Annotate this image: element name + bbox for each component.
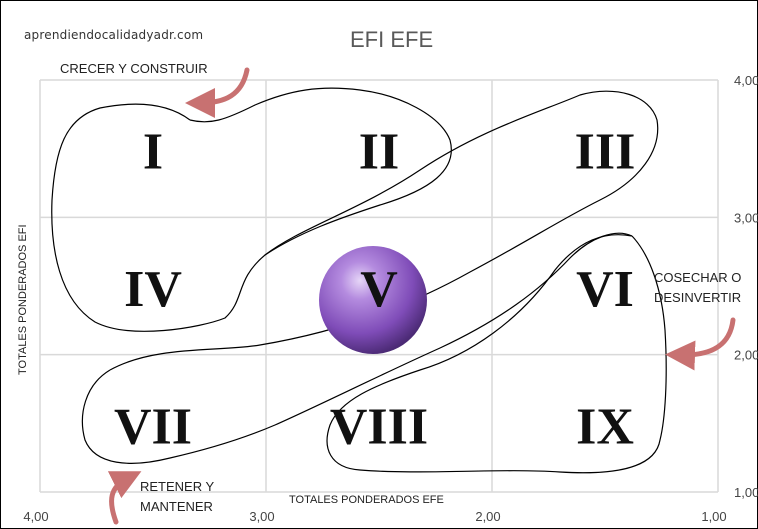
- cell-label-ix: IX: [576, 398, 634, 455]
- y-axis-label: TOTALES PONDERADOS EFI: [17, 224, 29, 375]
- cell-label-ii: II: [359, 124, 399, 181]
- harvest-outline: [326, 234, 667, 474]
- ticks-layer: 4,00 3,00 2,00 1,00 4,00 3,00 2,00 1,00: [23, 73, 758, 524]
- annot-harvest-1: COSECHAR O: [654, 270, 742, 285]
- x-axis-label: TOTALES PONDERADOS EFE: [289, 494, 444, 506]
- annot-harvest-2: DESINVERTIR: [654, 290, 742, 305]
- x-tick-label: 3,00: [249, 509, 274, 524]
- annot-grow: CRECER Y CONSTRUIR: [60, 61, 208, 76]
- y-tick-label: 4,00: [734, 73, 758, 88]
- arrow-hold: [107, 471, 142, 525]
- cell-label-vi: VI: [576, 261, 634, 318]
- cell-label-vii: VII: [114, 398, 192, 455]
- arrow-grow: [185, 67, 250, 118]
- y-tick-label: 1,00: [734, 485, 758, 500]
- arrow-harvest: [665, 317, 736, 371]
- chart-title: EFI EFE: [350, 27, 434, 52]
- x-tick-label: 1,00: [701, 509, 726, 524]
- group-outlines: [51, 87, 667, 474]
- hold-maintain-outline: [81, 232, 633, 464]
- sphere-cell-v: [319, 246, 427, 354]
- x-tick-label: 2,00: [475, 509, 500, 524]
- cell-label-i: I: [143, 124, 163, 181]
- grow-build-outline: [51, 90, 659, 371]
- y-tick-label: 3,00: [734, 210, 758, 225]
- grow-build-outline-top: [189, 87, 452, 256]
- annot-hold-1: RETENER Y: [140, 479, 215, 494]
- watermark: aprendiendocalidadyadr.com: [24, 28, 204, 42]
- annot-hold-2: MANTENER: [140, 499, 213, 514]
- cell-label-iv: IV: [124, 261, 182, 318]
- cell-label-iii: III: [575, 124, 636, 181]
- y-tick-label: 2,00: [734, 348, 758, 363]
- cell-label-viii: VIII: [330, 398, 428, 455]
- cell-label-v: V: [360, 261, 398, 318]
- x-tick-label: 4,00: [23, 509, 48, 524]
